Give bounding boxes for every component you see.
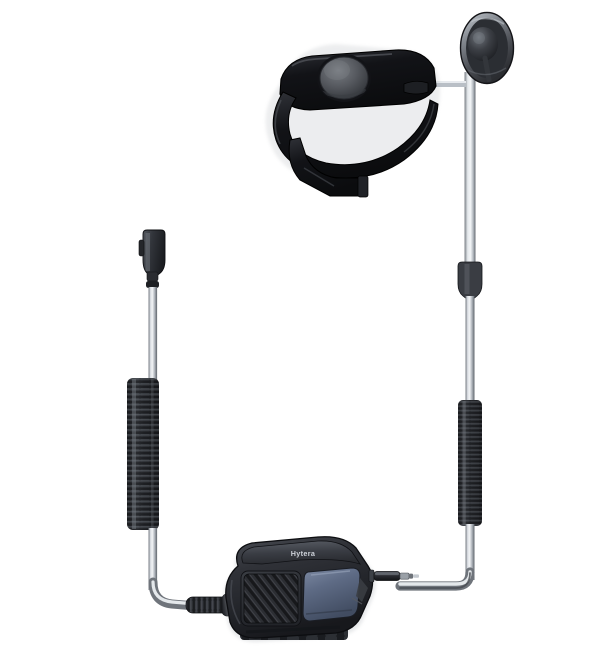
ear-hook	[265, 44, 441, 198]
plug-highlight	[145, 233, 150, 271]
plug-collar	[146, 281, 159, 288]
left-coiled-cable	[127, 378, 159, 530]
ear-pad-detail	[321, 60, 367, 98]
audio-jack	[368, 569, 419, 583]
earbud-detail-group	[467, 17, 507, 82]
left-coil-highlight-2	[151, 379, 154, 529]
acoustic-tube	[464, 72, 476, 268]
jack-sleeve	[399, 572, 410, 580]
left-cable-bend-highlight	[151, 580, 198, 606]
left-cable-upper	[148, 287, 158, 381]
mic-facet-line	[351, 597, 363, 605]
brand-label: Hytera	[291, 549, 316, 558]
earbud	[459, 11, 515, 85]
jack-barrel-highlight	[375, 572, 399, 576]
tube-connector	[457, 261, 483, 301]
plug-side-pin	[138, 239, 145, 257]
left-cable-lower	[148, 528, 158, 590]
speaker-grille-edge	[243, 573, 299, 624]
right-cable-upper	[465, 296, 475, 404]
right-coil-highlight	[462, 401, 466, 525]
ear-pad	[319, 56, 369, 100]
right-coil-shade	[458, 400, 482, 526]
mic-side-facet	[356, 578, 368, 602]
ear-hook-tail-tip	[357, 175, 369, 198]
jack-ring	[409, 573, 413, 579]
ear-hook-loop-highlight-right	[403, 103, 435, 153]
earbud-rim-light	[469, 17, 505, 25]
mic-surface-detail	[230, 567, 368, 634]
left-cable-assembly	[127, 229, 239, 617]
earbud-edge	[459, 11, 515, 85]
earbud-specular	[473, 32, 485, 44]
earbud-driver	[468, 27, 498, 61]
radio-connector-plug	[138, 229, 166, 288]
ear-hook-top-highlight	[291, 53, 393, 67]
left-coil-shade	[127, 378, 159, 530]
mic-bottom-shadow	[245, 625, 341, 634]
ptt-highlight	[310, 570, 351, 576]
ear-hook-tail-highlight	[303, 167, 335, 187]
ear-hook-tube-port	[403, 80, 429, 95]
ear-hook-loop-highlight-left	[274, 99, 282, 145]
right-cable-bend-shadow	[399, 572, 471, 589]
right-cable-lower	[465, 524, 475, 580]
jack-tip	[413, 574, 419, 578]
ptt-button[interactable]	[302, 567, 361, 622]
tube-connector-highlight	[464, 264, 470, 294]
speaker-microphone: Hytera	[223, 536, 419, 643]
right-coiled-cable	[458, 400, 482, 526]
jack-boot	[368, 569, 375, 583]
plug-neck	[146, 271, 159, 282]
ptt-shadow	[305, 609, 353, 615]
earbud-stem	[482, 55, 492, 82]
mic-top-bevel	[241, 540, 361, 565]
ear-pad-specular	[324, 60, 350, 80]
speaker-grille	[244, 574, 298, 623]
mic-left-highlight	[230, 579, 241, 625]
left-coil-highlight	[132, 379, 136, 529]
earbud-rim-shadow	[467, 67, 507, 76]
ear-pad-shadow-arc	[321, 88, 367, 98]
